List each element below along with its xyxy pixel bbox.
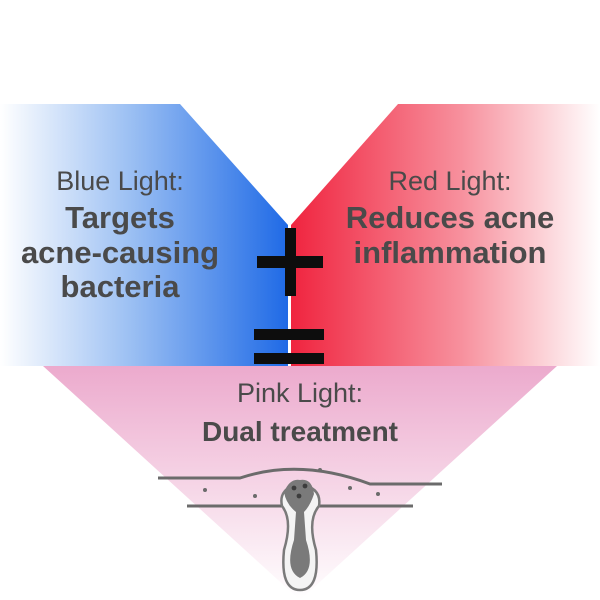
red-light-line-2: inflammation [353,234,547,270]
skin-cell-dot [318,468,322,472]
red-light-description: Reduces acne inflammation [322,200,578,270]
skin-top-line [158,467,442,486]
pore-dot [296,493,302,499]
pore-dot [302,483,308,489]
blue-light-heading: Blue Light: [56,166,184,196]
equals-top-bar [254,329,324,340]
plus-sign [257,228,323,296]
equals-bottom-bar [254,353,324,364]
equals-sign [254,329,324,364]
skin-cell-dot [376,492,380,496]
skin-cell-dot [203,488,207,492]
pink-light-description: Dual treatment [201,416,399,447]
blue-light-description: Targets acne-causing bacteria [0,200,240,305]
blue-light-line-3: bacteria [60,269,180,305]
blue-light-line-2: acne-causing [20,234,220,270]
skin-cell-dot [253,494,257,498]
plus-horizontal-bar [257,256,323,268]
blue-light-line-1: Targets [65,200,175,235]
acne-plug [284,479,314,578]
red-light-line-1: Reduces acne [345,200,555,235]
red-light-heading: Red Light: [388,166,512,196]
red-light-panel [291,104,600,366]
skin-cell-dot [348,486,352,490]
pore-dot [291,485,297,491]
pink-light-heading: Pink Light: [236,378,364,408]
blue-light-panel [0,104,288,366]
skin-pore-cross-section-icon [158,467,442,592]
